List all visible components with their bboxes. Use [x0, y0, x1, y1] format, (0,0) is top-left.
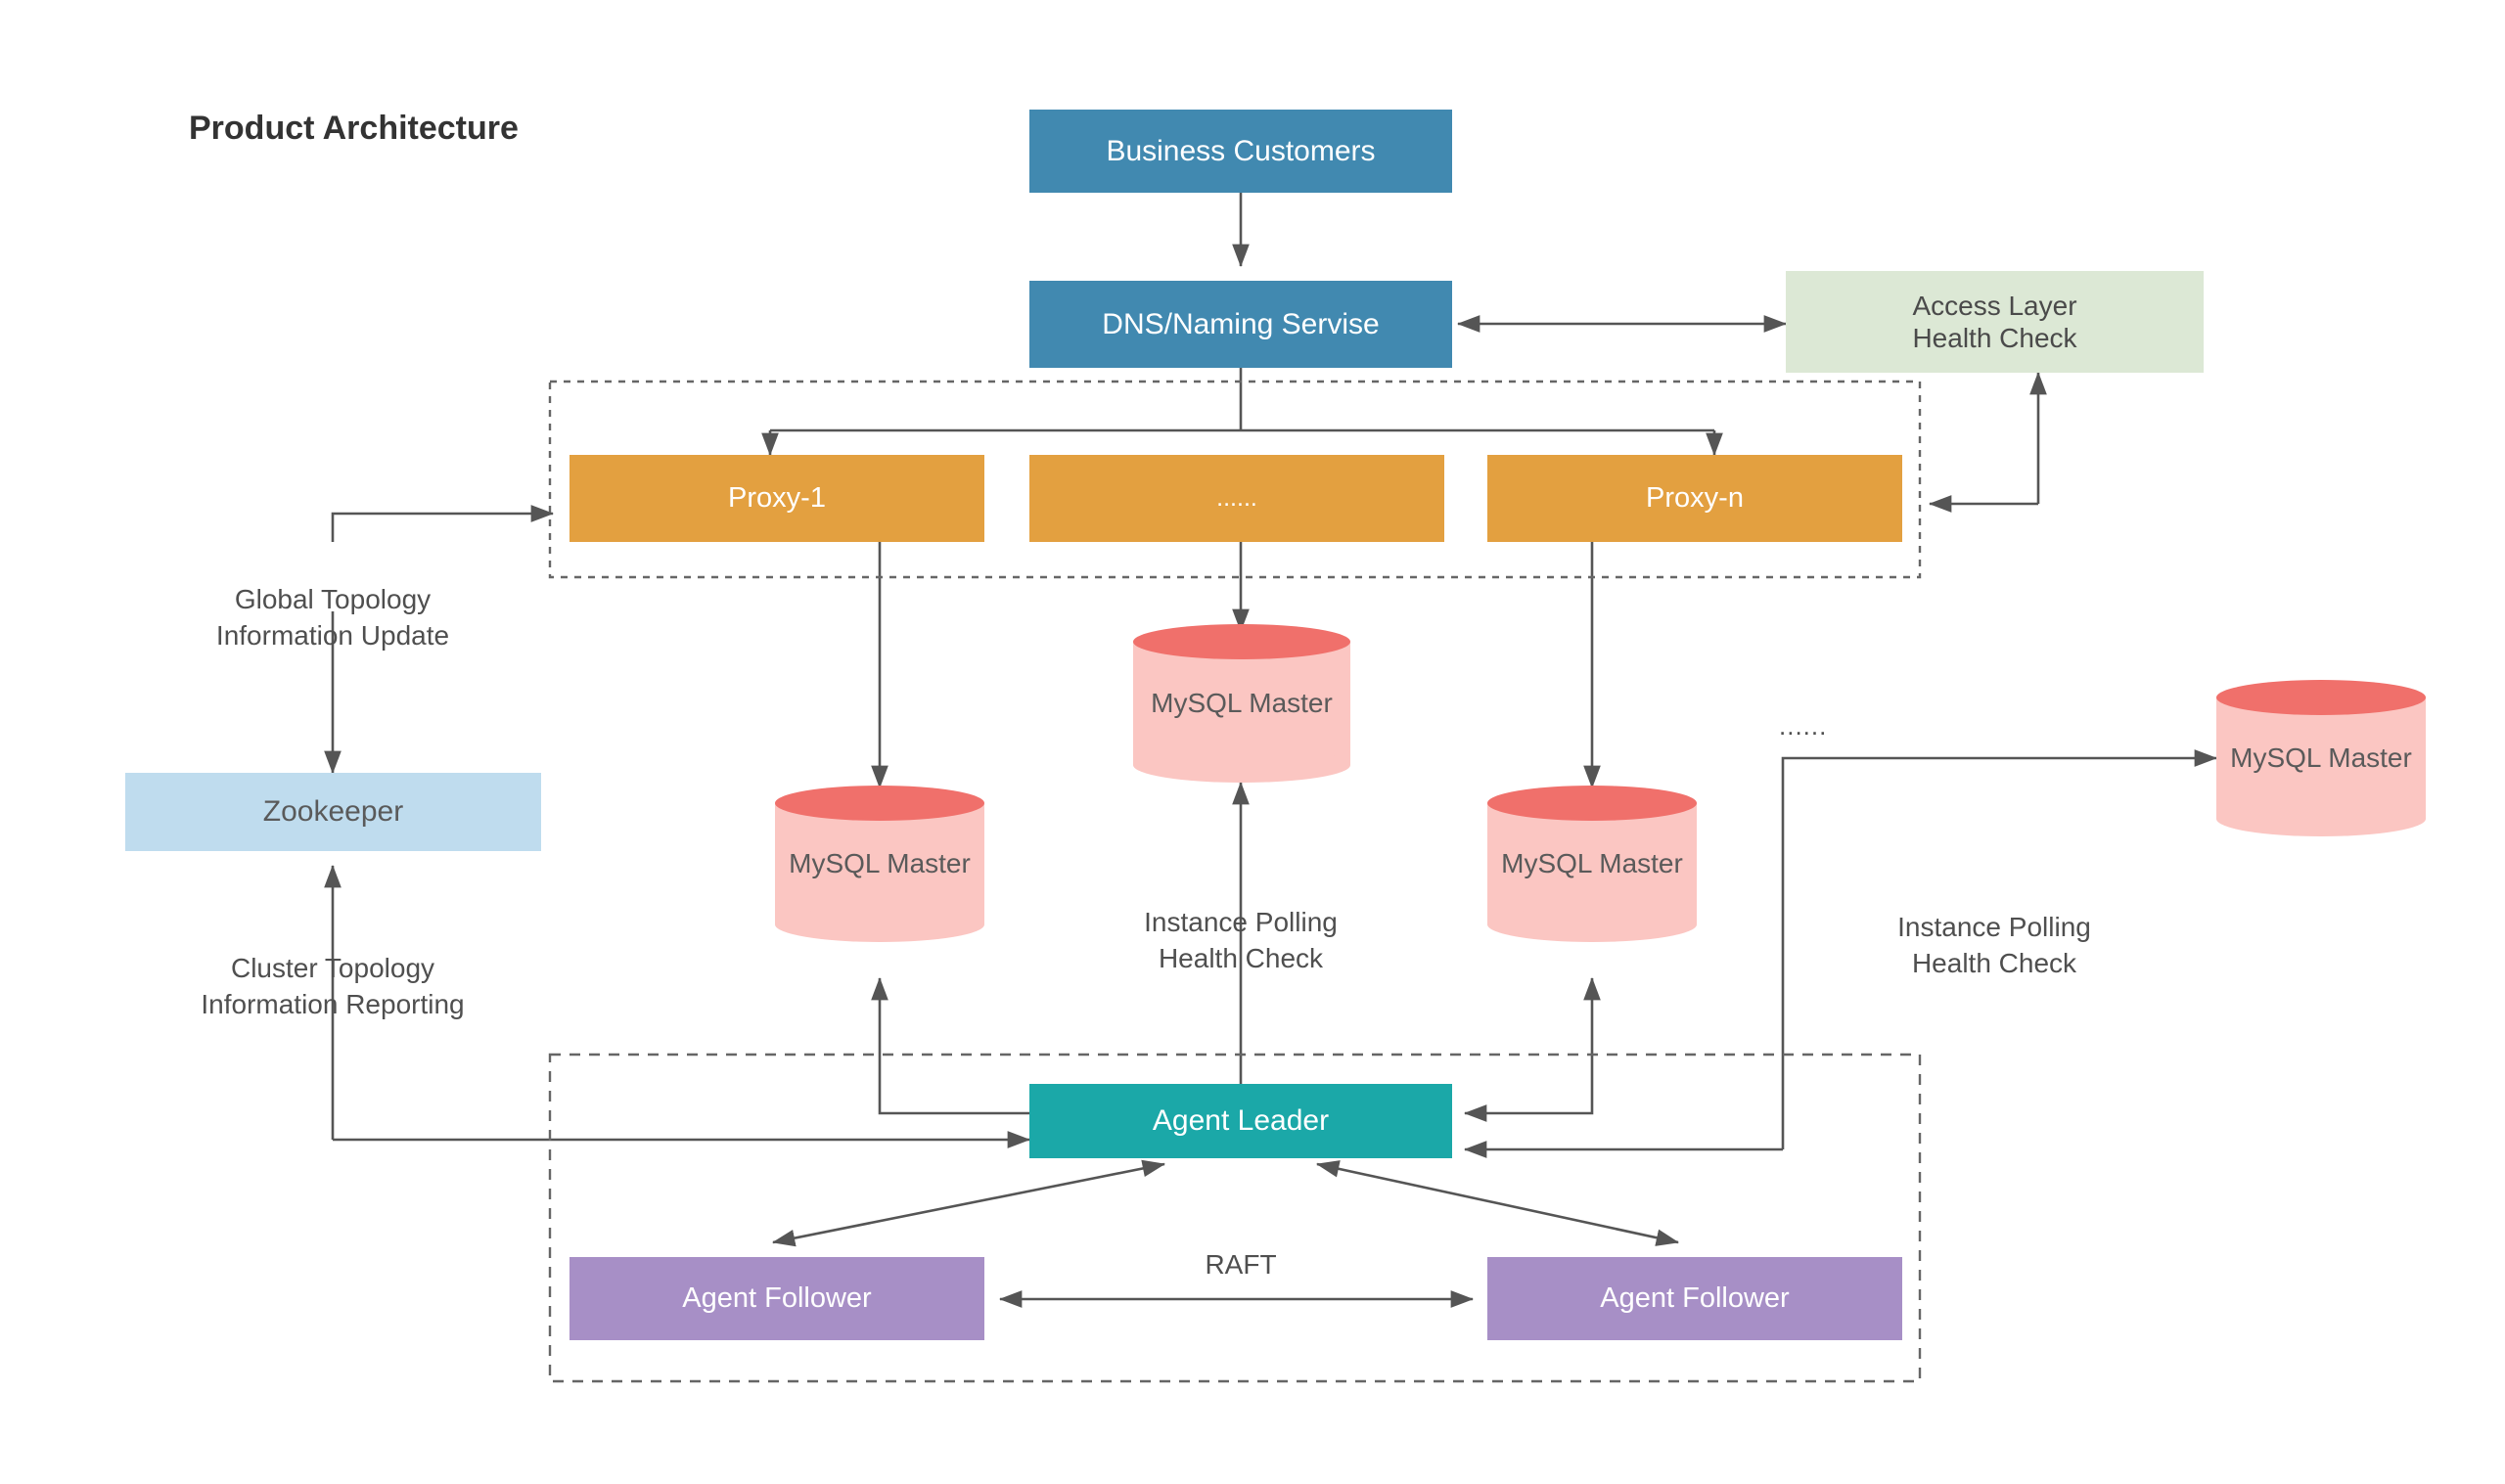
- node-zookeeper[interactable]: Zookeeper: [125, 773, 541, 851]
- mysql-master-label: MySQL Master: [789, 848, 971, 879]
- node-proxy-1[interactable]: Proxy-1: [569, 455, 984, 542]
- arrow-leader-follower-right: [1315, 1160, 1680, 1246]
- cylinder-body: [775, 803, 984, 924]
- node-agent-follower-left[interactable]: Agent Follower: [569, 1257, 984, 1340]
- label-cluster-topology: Cluster Topology Information Reporting: [201, 953, 465, 1019]
- label-ellipsis-right: ......: [1779, 711, 1828, 741]
- cylinder-body: [1487, 803, 1697, 924]
- mysql-master-label: MySQL Master: [1151, 688, 1333, 719]
- cylinder-bottom: [2216, 801, 2426, 836]
- label-raft: RAFT: [1205, 1249, 1277, 1280]
- node-agent-leader[interactable]: Agent Leader: [1029, 1084, 1452, 1158]
- cylinder-top: [775, 786, 984, 821]
- cylinder-bottom: [1133, 747, 1350, 783]
- cylinder-top: [2216, 680, 2426, 715]
- node-mysql-master-far-right[interactable]: MySQL Master: [2216, 680, 2426, 836]
- node-proxy-middle[interactable]: ......: [1029, 455, 1444, 542]
- arrow-leader-follower-left: [771, 1159, 1166, 1247]
- node-proxy-n[interactable]: Proxy-n: [1487, 455, 1902, 542]
- node-business-customers[interactable]: Business Customers: [1029, 110, 1452, 193]
- cylinder-body: [1133, 642, 1350, 765]
- node-agent-follower-right[interactable]: Agent Follower: [1487, 1257, 1902, 1340]
- arrow-mysql-right-to-agentleader: [1463, 976, 1601, 1122]
- arrow-agentleader-to-mysql-left: [871, 976, 1029, 1115]
- cylinder-bottom: [775, 907, 984, 942]
- cylinder-bottom: [1487, 907, 1697, 942]
- page-title: Product Architecture: [189, 110, 519, 147]
- cylinder-body: [2216, 697, 2426, 819]
- label-global-topology: Global Topology Information Update: [215, 584, 450, 651]
- node-mysql-master-left[interactable]: MySQL Master: [775, 786, 984, 942]
- cylinder-top: [1487, 786, 1697, 821]
- node-dns-naming-service[interactable]: DNS/Naming Servise: [1029, 281, 1452, 368]
- node-mysql-master-center[interactable]: MySQL Master: [1133, 624, 1350, 783]
- label-instance-polling-center: Instance Polling Health Check: [1144, 907, 1338, 973]
- node-mysql-master-right[interactable]: MySQL Master: [1487, 786, 1697, 942]
- cylinder-top: [1133, 624, 1350, 659]
- mysql-master-label: MySQL Master: [1501, 848, 1683, 879]
- mysql-master-label: MySQL Master: [2230, 742, 2412, 774]
- node-access-layer-health-check[interactable]: Access Layer Health Check: [1786, 271, 2204, 373]
- arrow-topology-to-proxy1: [331, 505, 555, 542]
- label-instance-polling-right: Instance Polling Health Check: [1897, 912, 2091, 978]
